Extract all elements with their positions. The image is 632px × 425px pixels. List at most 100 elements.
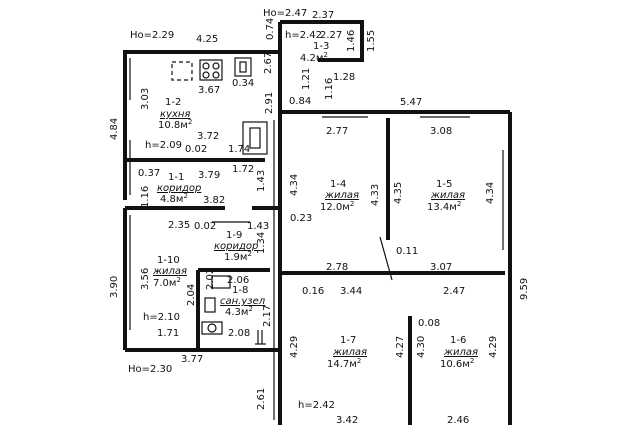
dim-label: 0.16 (302, 286, 324, 297)
dim-label: 0.74 (265, 18, 276, 40)
sink-icon (234, 57, 252, 77)
dim-label: 2.77 (326, 126, 348, 137)
room-name: жилая (430, 190, 465, 201)
room-name: жилая (332, 347, 367, 358)
room-number: 1-1 (168, 172, 184, 183)
room-name: коридор (157, 183, 201, 194)
boiler-icon (242, 121, 268, 155)
dim-label: 2.35 (168, 220, 190, 231)
dim-label: 2.78 (326, 262, 348, 273)
room-area: 4.2м2 (300, 51, 328, 64)
dim-label: 2.37 (312, 10, 334, 21)
dim-label: 4.29 (488, 336, 499, 358)
room-area: 12.0м2 (320, 200, 354, 213)
toilet-icon (201, 321, 223, 335)
dim-label: 3.72 (197, 131, 219, 142)
room-1-3-walls (280, 20, 364, 62)
dim-label: 4.34 (485, 182, 496, 204)
kitchen-local-height: h=2.09 (145, 140, 182, 151)
room-number: 1-8 (232, 285, 248, 296)
radiator-icon (255, 330, 266, 345)
dim-label: 2.06 (227, 275, 249, 286)
fixtures (171, 57, 268, 345)
dim-label: 3.82 (203, 195, 225, 206)
room-name: жилая (443, 347, 478, 358)
room-name: коридор (214, 241, 258, 252)
room-1-1-label: 1-1 коридор 4.8м2 (157, 172, 201, 205)
dim-label: 3.44 (340, 286, 362, 297)
room-number: 1-7 (340, 335, 356, 346)
dim-label: 4.34 (289, 174, 300, 196)
room-1-8-label: 1-8 сан.узел 4.3м2 (220, 285, 266, 318)
room-1-6-label: 1-6 жилая 10.6м2 (440, 335, 478, 370)
room-1-4-label: 1-4 жилая 12.0м2 (320, 179, 359, 213)
dim-label: 3.08 (430, 126, 452, 137)
dim-label: 2.46 (447, 415, 469, 425)
vertical-dimension-labels: 0.74 1.46 1.55 2.67 1.21 1.16 2.91 3.03 … (109, 18, 530, 410)
dim-label: 4.29 (289, 336, 300, 358)
bath-icon (204, 275, 231, 313)
dim-label: 2.17 (262, 305, 273, 327)
dim-label: 1.16 (324, 78, 335, 100)
dim-label: 1.72 (232, 164, 254, 175)
dim-label: 3.42 (336, 415, 358, 425)
room-area: 10.8м2 (158, 118, 192, 131)
room-area: 4.8м2 (160, 192, 188, 205)
dim-label: 4.33 (370, 184, 381, 206)
dim-label: 1.21 (301, 68, 312, 90)
room-1-5-label: 1-5 жилая 13.4м2 (427, 179, 465, 213)
room-name: кухня (160, 109, 190, 120)
room-1-3-label: 1-3 4.2м2 (300, 41, 329, 64)
room-1-7-label: 1-7 жилая 14.7м2 (327, 335, 367, 370)
dim-label: 5.47 (400, 97, 422, 108)
dim-label: 1.55 (366, 30, 377, 52)
table-icon (171, 61, 193, 81)
room-area: 4.3м2 (225, 305, 253, 318)
dim-label: 0.84 (289, 96, 311, 107)
room-1-2-label: 1-2 кухня 10.8м2 (158, 97, 192, 131)
dim-label: 0.08 (418, 318, 440, 329)
room-area: 1.9м2 (224, 250, 252, 263)
room-number: 1-4 (330, 179, 346, 190)
dim-label: 3.79 (198, 170, 220, 181)
dim-label: 1.43 (247, 221, 269, 232)
dim-label: 3.07 (430, 262, 452, 273)
room-area: 7.0м2 (153, 276, 181, 289)
dim-label: 1.46 (346, 30, 357, 52)
dim-label: 2.47 (443, 286, 465, 297)
dim-label: 2.91 (264, 92, 275, 114)
dim-label: 2.02 (205, 268, 216, 290)
dim-label: 0.23 (290, 213, 312, 224)
dim-label: 4.84 (109, 118, 120, 140)
main-height: h=2.42 (298, 400, 335, 411)
room-number: 1-9 (226, 230, 242, 241)
dim-label: 3.56 (140, 268, 151, 290)
door-1-4 (379, 236, 393, 281)
dim-label: 3.90 (109, 276, 120, 298)
room-area: 14.7м2 (327, 357, 361, 370)
room-number: 1-3 (313, 41, 329, 52)
room-area: 13.4м2 (427, 200, 461, 213)
dim-label: 1.16 (140, 186, 151, 208)
kitchen-left-wall (123, 50, 282, 108)
dim-label: 2.67 (263, 52, 274, 74)
dim-label: 1.74 (228, 144, 250, 155)
room-name: сан.узел (220, 296, 266, 307)
dim-label: 1.43 (256, 170, 267, 192)
bottom-ceiling-label: Нo=2.30 (128, 364, 172, 375)
room-number: 1-5 (436, 179, 452, 190)
stove-icon (199, 59, 223, 81)
dim-label: 0.02 (185, 144, 207, 155)
room-area: 10.6м2 (440, 357, 474, 370)
room-number: 1-10 (157, 255, 180, 266)
dim-label: 0.11 (396, 246, 418, 257)
dim-label: 1.71 (157, 328, 179, 339)
dimension-labels: 2.37 2.27 1.28 4.25 0.34 3.67 0.84 5.47 … (138, 10, 469, 425)
dim-label: 4.27 (395, 336, 406, 358)
dim-label: 4.25 (196, 34, 218, 45)
dim-label: 2.27 (320, 30, 342, 41)
room-1-10-label: 1-10 жилая 7.0м2 (152, 255, 187, 289)
dim-label: 0.34 (232, 78, 254, 89)
dim-label: 0.02 (194, 221, 216, 232)
